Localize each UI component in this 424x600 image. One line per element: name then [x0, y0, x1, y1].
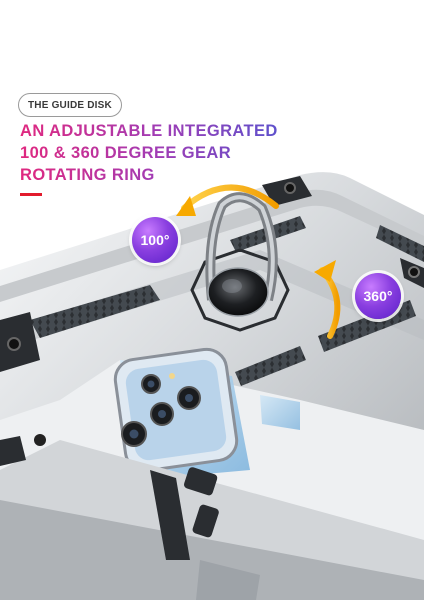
- feature-headline: AN ADJUSTABLE INTEGRATED 100 & 360 DEGRE…: [20, 120, 320, 186]
- rotation-arrow-100: [181, 184, 279, 211]
- side-button-1: [184, 467, 218, 496]
- rotating-disk: [208, 268, 268, 316]
- grip-strip-bottom: [235, 346, 306, 386]
- headline-line-2: 100 & 360 DEGREE GEAR: [20, 144, 232, 162]
- side-button-2: [192, 504, 219, 538]
- badge-100-degree: 100°: [132, 217, 178, 263]
- badge-360-degree: 360°: [355, 273, 401, 319]
- accent-divider: [20, 193, 42, 196]
- ring-base-octagon: [190, 248, 290, 332]
- guide-disk-label: THE GUIDE DISK: [18, 93, 122, 117]
- headline-line-3: ROTATING RING: [20, 166, 155, 184]
- grip-strip-left: [30, 285, 160, 338]
- headline-line-1: AN ADJUSTABLE INTEGRATED: [20, 122, 278, 140]
